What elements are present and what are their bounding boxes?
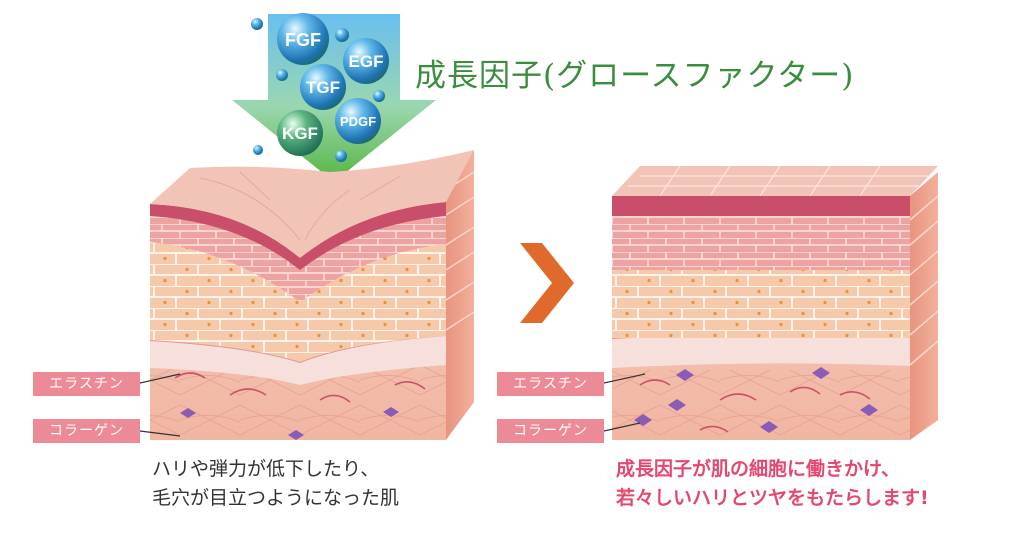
leader-lines-before (139, 373, 181, 437)
caption-after: 成長因子が肌の細胞に働きかけ、 若々しいハリとツヤをもたらします! (616, 455, 929, 513)
collagen-label-after: コラーゲン (497, 419, 604, 443)
caption-after-line-1: 成長因子が肌の細胞に働きかけ、 (616, 458, 901, 480)
pdgf-label: PDGF (340, 114, 376, 129)
fgf-label: FGF (285, 30, 321, 50)
chevron-right-icon (520, 243, 574, 323)
pdgf-molecule: PDGF (335, 98, 381, 144)
fgf-molecule: FGF (277, 13, 329, 65)
tgf-molecule: TGF (300, 64, 346, 110)
caption-after-line-2: 若々しいハリとツヤをもたらします! (616, 487, 929, 509)
tgf-label: TGF (306, 78, 340, 97)
caption-before: ハリや弾力が低下したり、 毛穴が目立つようになった肌 (152, 455, 399, 513)
egf-label: EGF (349, 52, 384, 71)
caption-before-line-2: 毛穴が目立つようになった肌 (152, 487, 400, 509)
caption-before-line-1: ハリや弾力が低下したり、 (152, 458, 380, 480)
kgf-molecule: KGF (277, 110, 323, 156)
growth-factor-molecules: FGF EGF TGF KGF PDGF (251, 13, 389, 162)
elastin-label-before: エラスチン (33, 372, 140, 396)
skin-block-before (149, 150, 475, 440)
elastin-label-after: エラスチン (497, 372, 604, 396)
skin-block-after (611, 165, 939, 440)
egf-molecule: EGF (343, 38, 389, 84)
leader-lines-after (603, 373, 646, 432)
collagen-label-before: コラーゲン (33, 419, 140, 443)
main-title: 成長因子(グロースファクター) (415, 58, 855, 94)
kgf-label: KGF (282, 124, 318, 143)
